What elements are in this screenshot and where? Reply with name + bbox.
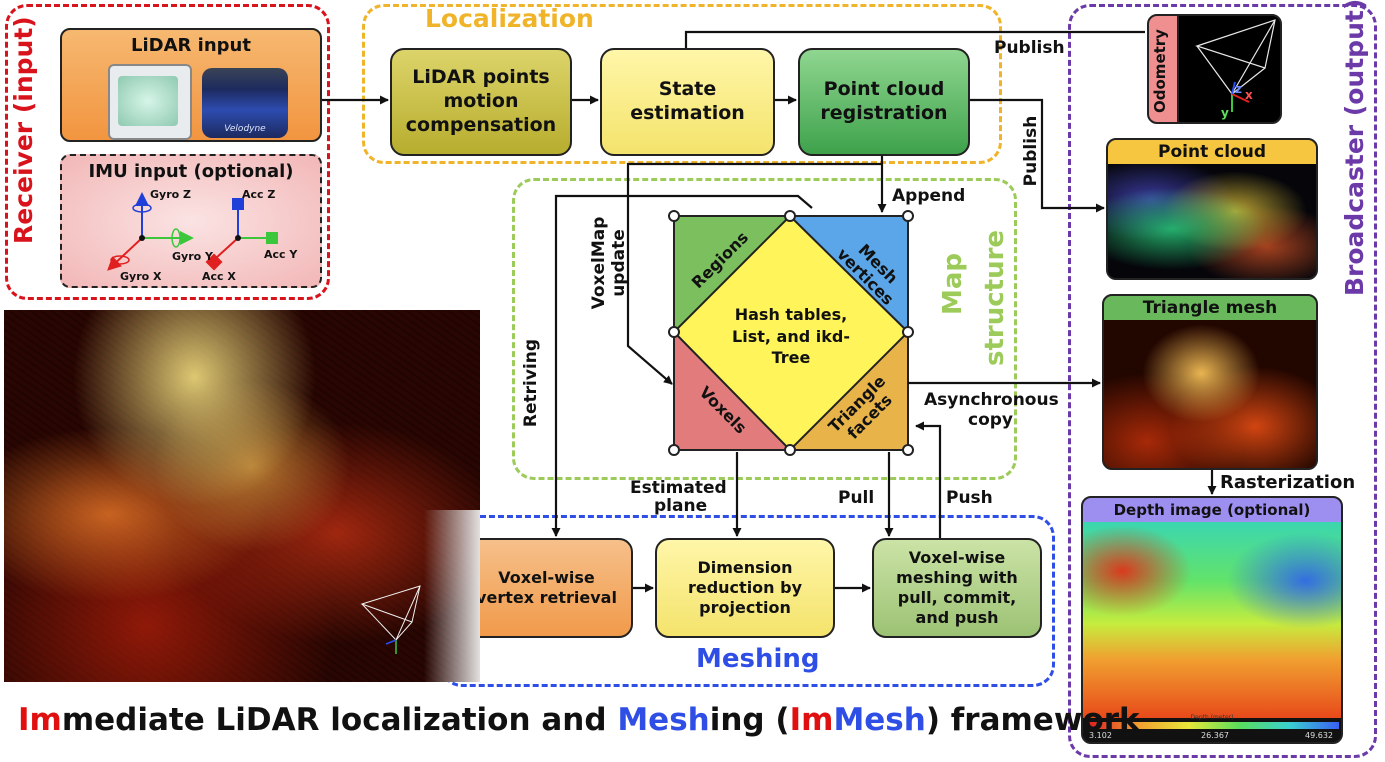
map-structure-diagram	[668, 210, 914, 456]
gyro-x-label: Gyro X	[120, 270, 162, 283]
caption-mesh: Mesh	[617, 702, 710, 738]
depth-mid-label: 26.367	[1201, 731, 1229, 740]
push-label: Push	[946, 488, 993, 508]
map-center-label: Hash tables, List, and ikd-Tree	[732, 305, 850, 368]
velodyne-sensor-icon: Velodyne	[202, 68, 288, 138]
gyro-z-label: Gyro Z	[150, 188, 191, 201]
receiver-group	[5, 4, 330, 300]
triangle-mesh-panel: Triangle mesh	[1102, 294, 1318, 470]
arrow-voxelmap-update	[626, 162, 882, 385]
render-camera-frustum	[360, 585, 421, 654]
point-cloud-title: Point cloud	[1108, 140, 1316, 164]
acc-z-label: Acc Z	[242, 188, 276, 201]
lidar-input-panel: LiDAR input Velodyne	[60, 28, 322, 142]
imu-input-title: IMU input (optional)	[88, 161, 294, 182]
odometry-x-axis: x	[1245, 88, 1253, 102]
odometry-panel: Odometry z x y	[1147, 14, 1282, 124]
vertex-retrieval-box: Voxel-wise vertex retrieval	[460, 538, 633, 638]
depth-colorbar	[1089, 722, 1339, 729]
arrow-retriving	[551, 194, 813, 537]
arrow-push	[915, 421, 942, 538]
lidar-sensor-icon	[108, 64, 192, 140]
estimated-plane-label-2: plane	[654, 496, 708, 516]
async-copy-label-1: Asynchronous	[924, 390, 1059, 410]
depth-max-label: 49.632	[1305, 731, 1333, 740]
depth-image-panel: Depth image (optional) Depth (meter) 3.1…	[1081, 496, 1343, 744]
framework-caption: Immediate LiDAR localization and Meshing…	[18, 702, 1140, 738]
depth-min-label: 3.102	[1089, 731, 1112, 740]
append-label: Append	[892, 186, 966, 206]
pull-label: Pull	[838, 488, 875, 508]
odometry-y-axis: y	[1221, 106, 1229, 120]
estimated-plane-label-1: Estimated	[630, 478, 727, 498]
caption-im: Im	[18, 702, 62, 738]
retriving-label: Retriving	[521, 338, 541, 428]
point-cloud-render	[1108, 164, 1316, 278]
caption-im-2: Im	[789, 702, 834, 738]
acc-y-label: Acc Y	[264, 248, 298, 261]
map-structure-group	[512, 178, 1017, 480]
acc-x-label: Acc X	[202, 270, 236, 283]
state-estimation-box: State estimation	[600, 48, 775, 156]
arrow-publish-point-cloud	[970, 98, 1105, 213]
lidar-input-title: LiDAR input	[131, 35, 251, 56]
velodyne-brand-text: Velodyne	[224, 124, 266, 134]
projection-box: Dimension reduction by projection	[655, 538, 835, 638]
depth-image-title: Depth image (optional)	[1083, 498, 1341, 522]
motion-compensation-box: LiDAR points motion compensation	[390, 48, 572, 156]
odometry-tab	[1149, 16, 1179, 122]
odometry-z-axis: z	[1235, 82, 1242, 96]
point-cloud-panel: Point cloud	[1106, 138, 1318, 280]
meshing-group-label: Meshing	[696, 644, 820, 674]
meshing-commit-box: Voxel-wise meshing with pull, commit, an…	[872, 538, 1042, 638]
async-copy-label-2: copy	[968, 410, 1014, 430]
rasterization-label: Rasterization	[1220, 472, 1356, 493]
caption-part-4: ing (	[709, 702, 790, 738]
triangle-mesh-render	[1104, 320, 1316, 468]
broadcaster-group	[1068, 4, 1377, 758]
localization-group	[362, 4, 1002, 164]
publish-top-label: Publish	[994, 38, 1065, 58]
triangle-mesh-title: Triangle mesh	[1104, 296, 1316, 320]
caption-part-7: ) framework	[925, 702, 1140, 738]
localization-group-label: Localization	[425, 4, 594, 33]
voxelmap-update-label-2: update	[609, 229, 629, 297]
depth-image-render	[1083, 522, 1341, 718]
mesh-reconstruction-render	[4, 310, 480, 682]
odometry-frustum	[1195, 19, 1276, 112]
depth-legend-label: Depth (meter)	[1190, 714, 1234, 721]
registration-box: Point cloud registration	[798, 48, 970, 156]
voxelmap-update-label-1: VoxelMap	[589, 216, 609, 310]
publish-side-label: Publish	[1021, 115, 1041, 187]
imu-axes-diagram	[107, 192, 278, 271]
caption-part-2: mediate LiDAR localization and	[61, 702, 618, 738]
imu-input-panel: IMU input (optional) Gyro Z Gyro Y Gyro …	[60, 154, 322, 288]
gyro-y-label: Gyro Y	[172, 250, 213, 263]
caption-mesh-2: Mesh	[833, 702, 926, 738]
arrow-publish-odometry	[684, 30, 1145, 48]
